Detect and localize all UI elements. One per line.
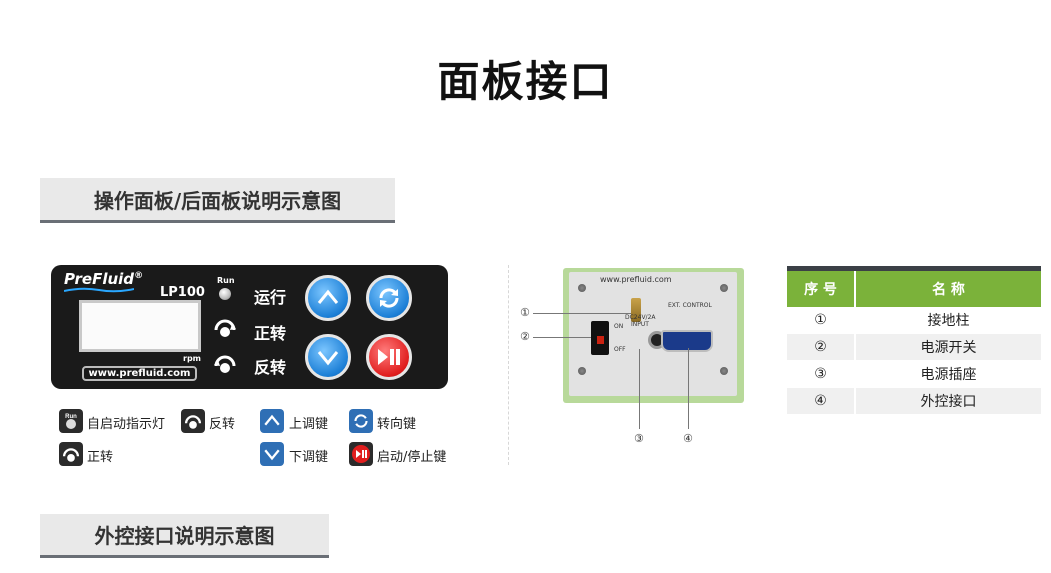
- page-title: 面板接口: [437, 57, 614, 106]
- screw-icon: [578, 284, 586, 292]
- callout-line: [688, 348, 689, 429]
- play-pause-icon: [378, 349, 400, 365]
- input-label: INPUT: [631, 321, 649, 328]
- panel-url: www.prefluid.com: [82, 366, 197, 381]
- cell-name: 电源插座: [855, 360, 1041, 388]
- screw-icon: [578, 367, 586, 375]
- up-arrow-icon: [317, 289, 339, 304]
- power-switch-rocker: [597, 336, 604, 344]
- legend-label: 反转: [209, 417, 236, 432]
- rotate-icon: [379, 288, 399, 308]
- switch-off-label: OFF: [614, 346, 626, 353]
- callout-4: ④: [683, 432, 693, 445]
- forward-icon: [214, 319, 236, 337]
- lcd-display: [79, 300, 201, 352]
- section-header-panel-diagram: 操作面板/后面板说明示意图: [40, 178, 395, 223]
- callout-3: ③: [634, 432, 644, 445]
- brand-wave-icon: [64, 287, 134, 293]
- dc-label: DC24V/2A: [625, 314, 656, 321]
- cell-name: 接地柱: [855, 307, 1041, 334]
- legend-label: 自启动指示灯: [87, 417, 166, 432]
- legend-label: 正转: [87, 450, 114, 465]
- cell-index: ③: [787, 360, 856, 388]
- cell-name: 电源开关: [855, 333, 1041, 361]
- label-run: 运行: [254, 288, 287, 307]
- screw-icon: [720, 367, 728, 375]
- table-row: ② 电源开关: [787, 333, 1041, 361]
- down-arrow-icon: [317, 351, 339, 366]
- legend-label: 下调键: [289, 450, 329, 465]
- switch-on-label: ON: [614, 323, 624, 330]
- label-reverse: 反转: [254, 358, 287, 377]
- cell-index: ①: [787, 307, 856, 334]
- callout-line: [639, 349, 640, 429]
- cell-index: ④: [787, 387, 856, 415]
- callout-1: ①: [520, 306, 530, 319]
- screw-icon: [720, 284, 728, 292]
- legend-label: 启动/停止键: [377, 450, 447, 465]
- section-title: 操作面板/后面板说明示意图: [93, 188, 342, 213]
- down-key-icon: [260, 442, 284, 466]
- ext-control-connector: [661, 330, 713, 352]
- label-forward: 正转: [254, 324, 287, 343]
- reverse-icon: [181, 409, 205, 433]
- ground-terminal: [631, 298, 641, 322]
- header-name: 名 称: [855, 266, 1041, 307]
- cell-index: ②: [787, 333, 856, 361]
- reverse-icon: [214, 355, 236, 373]
- down-button[interactable]: [305, 334, 351, 380]
- up-key-icon: [260, 409, 284, 433]
- model-label: LP100: [160, 285, 205, 300]
- interface-table: 序 号 名 称 ① 接地柱 ② 电源开关 ③ 电源插座 ④ 外控接口: [787, 266, 1041, 415]
- table-row: ③ 电源插座: [787, 360, 1041, 388]
- brand-logo: PreFluid®: [64, 270, 144, 288]
- rpm-label: rpm: [183, 354, 202, 363]
- run-indicator-icon: Run: [59, 409, 83, 433]
- header-index: 序 号: [787, 266, 856, 307]
- start-stop-key-icon: [349, 442, 373, 466]
- svg-text:Run: Run: [65, 414, 77, 420]
- run-indicator-led: [219, 288, 231, 300]
- rear-url: www.prefluid.com: [600, 275, 672, 284]
- legend-label: 上调键: [289, 417, 329, 432]
- section-header-ext-control: 外控接口说明示意图: [40, 514, 329, 558]
- section-title: 外控接口说明示意图: [94, 524, 275, 548]
- callout-line: [533, 313, 631, 314]
- direction-button[interactable]: [366, 275, 412, 321]
- legend-label: 转向键: [377, 417, 417, 432]
- table-row: ① 接地柱: [787, 307, 1041, 334]
- start-stop-button[interactable]: [366, 334, 412, 380]
- direction-key-icon: [349, 409, 373, 433]
- callout-line: [533, 337, 591, 338]
- run-label: Run: [217, 276, 235, 285]
- callout-2: ②: [520, 330, 530, 343]
- divider: [508, 265, 509, 465]
- table-row: ④ 外控接口: [787, 387, 1041, 415]
- forward-icon: [59, 442, 83, 466]
- cell-name: 外控接口: [855, 387, 1041, 415]
- ext-control-label: EXT. CONTROL: [668, 302, 712, 309]
- up-button[interactable]: [305, 275, 351, 321]
